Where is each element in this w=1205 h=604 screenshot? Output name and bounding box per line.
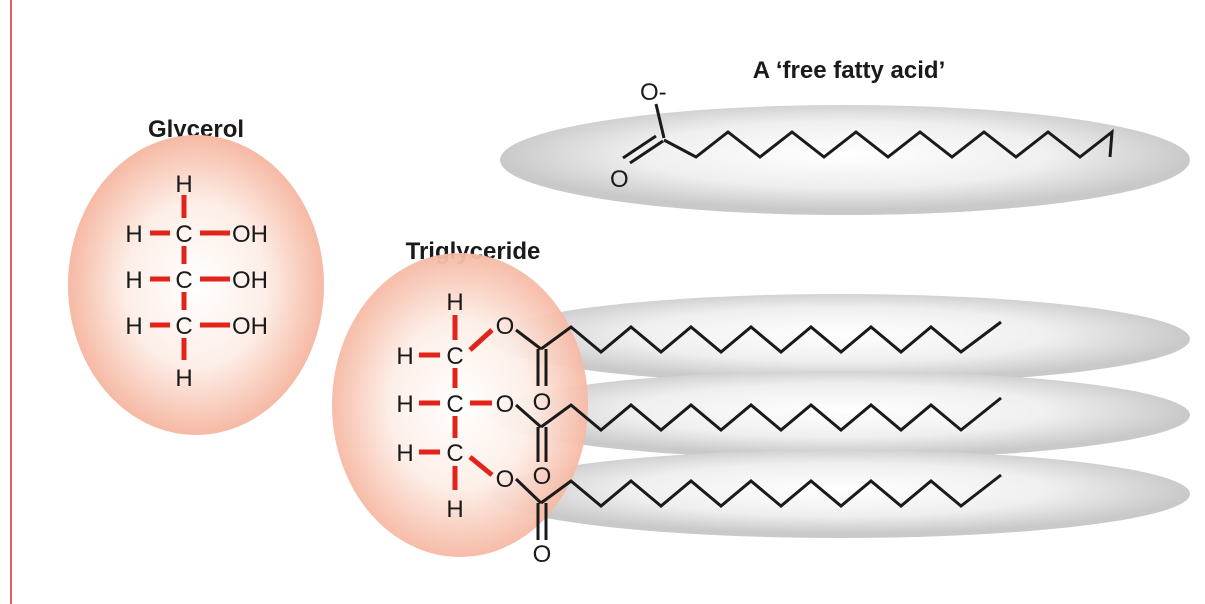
triglyceride-chain-blob-1: [490, 294, 1190, 384]
glycerol-atom-h-top: H: [175, 171, 192, 198]
tg-atom-h-bottom: H: [446, 496, 463, 523]
tg-carbonyl-o-2: O: [533, 463, 552, 490]
triglyceride-chain-blob-2: [490, 371, 1190, 459]
glycerol-atom-oh: OH: [232, 267, 268, 294]
free-fatty-acid-molecule: O- O: [610, 79, 1114, 193]
glycerol-atom-c: C: [175, 221, 192, 248]
carbonyl-o: O: [610, 166, 629, 193]
tg-atom-h-top: H: [446, 289, 463, 316]
tg-carbonyl-o-1: O: [533, 389, 552, 416]
tg-chain-3: [540, 473, 1002, 508]
tg-chain-1: [540, 320, 1002, 354]
tg-atom-c: C: [446, 343, 463, 370]
glycerol-atom-h: H: [125, 221, 142, 248]
free-fatty-acid-blob: [500, 105, 1190, 215]
tg-ester-o-3: O: [496, 466, 515, 493]
tg-atom-h: H: [396, 343, 413, 370]
carboxylate-o-minus: O-: [640, 79, 667, 106]
tg-atom-h: H: [396, 391, 413, 418]
fatty-acid-carbon-chain: [663, 128, 1114, 159]
tg-ester-o-2: O: [496, 391, 515, 418]
glycerol-atom-h-bottom: H: [175, 365, 192, 392]
free-fatty-acid-label: A ‘free fatty acid’: [753, 57, 946, 84]
glycerol-atom-h: H: [125, 267, 142, 294]
tg-atom-c: C: [446, 391, 463, 418]
triglyceride-chain-blob-3: [490, 450, 1190, 538]
tg-atom-h: H: [396, 440, 413, 467]
triglyceride-glycerol-blob: [332, 253, 588, 557]
triglyceride-molecule: H H C H C H C H O O O O O: [396, 289, 1002, 568]
glycerol-blob: [68, 135, 324, 435]
glycerol-atom-oh: OH: [232, 221, 268, 248]
tg-chain-2: [540, 396, 1002, 432]
glycerol-atom-oh: OH: [232, 313, 268, 340]
tg-ester-o-1: O: [496, 313, 515, 340]
glycerol-atom-c: C: [175, 313, 192, 340]
tg-atom-c: C: [446, 440, 463, 467]
glycerol-atom-h: H: [125, 313, 142, 340]
glycerol-atom-c: C: [175, 267, 192, 294]
tg-carbonyl-o-3: O: [533, 541, 552, 568]
glycerol-molecule: H H C OH H C OH H C OH H: [125, 171, 268, 392]
